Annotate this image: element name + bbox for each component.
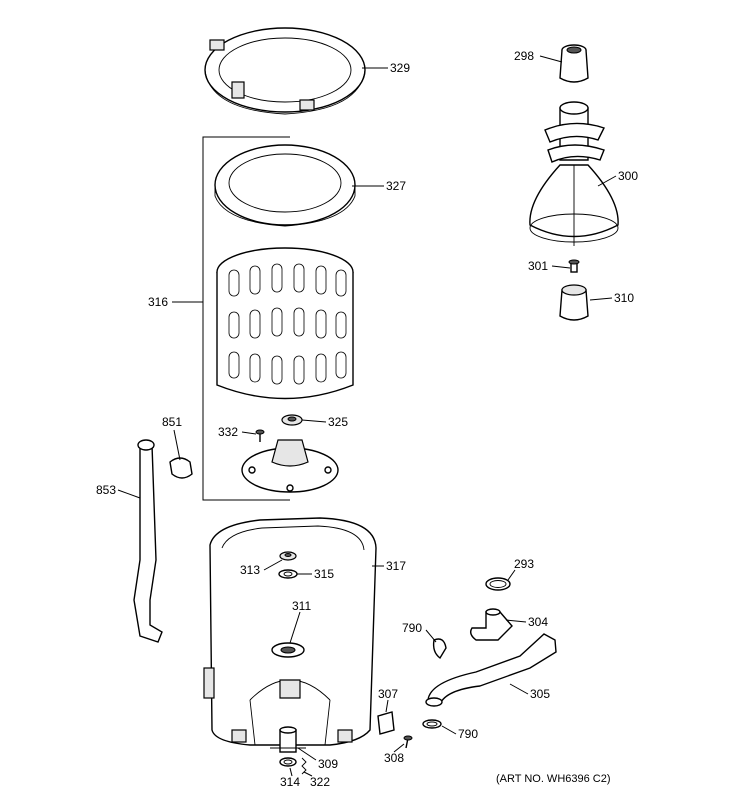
callout-790-lower: 790 xyxy=(458,727,478,741)
spring-322 xyxy=(301,757,307,775)
drain-valve-309 xyxy=(270,726,306,753)
callout-329: 329 xyxy=(390,61,410,75)
screw-332 xyxy=(255,429,265,442)
callout-301: 301 xyxy=(528,259,548,273)
tub-seal-311 xyxy=(271,642,305,658)
hose-fitting-851 xyxy=(169,457,193,479)
o-ring-314 xyxy=(279,757,297,767)
callout-300: 300 xyxy=(618,169,638,183)
agitator-bolt-301 xyxy=(568,259,580,273)
callout-307: 307 xyxy=(378,687,398,701)
agitator-cap-298 xyxy=(559,44,589,83)
callout-332: 332 xyxy=(218,425,238,439)
callout-311: 311 xyxy=(292,599,311,613)
callout-numbers: 329 298 300 327 316 301 310 851 332 325 … xyxy=(96,49,638,789)
art-number: (ART NO. WH6396 C2) xyxy=(496,773,611,785)
callout-305: 305 xyxy=(530,687,550,701)
drain-hose-305 xyxy=(425,633,557,707)
callout-851: 851 xyxy=(162,415,182,429)
seal-315 xyxy=(278,569,298,579)
drain-hose-elbow-304 xyxy=(469,608,513,641)
callout-327: 327 xyxy=(386,179,406,193)
callout-314: 314 xyxy=(280,775,300,789)
callout-308: 308 xyxy=(384,751,404,765)
callout-304: 304 xyxy=(528,615,548,629)
agitator-300 xyxy=(529,101,619,246)
tub-support xyxy=(279,679,301,699)
callout-298: 298 xyxy=(514,49,534,63)
screw-308 xyxy=(403,735,413,749)
basket-hub xyxy=(241,439,339,493)
callout-322: 322 xyxy=(310,775,330,789)
callout-316: 316 xyxy=(148,295,168,309)
callout-313: 313 xyxy=(240,563,260,577)
outer-tub-317 xyxy=(203,517,377,746)
clamp-790-upper xyxy=(432,638,447,660)
agitator-coupling-310 xyxy=(559,284,589,321)
callout-310: 310 xyxy=(614,291,634,305)
callout-317: 317 xyxy=(386,559,406,573)
pump-hose-853 xyxy=(133,439,163,643)
callout-853: 853 xyxy=(96,483,116,497)
hose-clamp-293 xyxy=(485,577,511,591)
wash-basket xyxy=(216,247,354,400)
callout-309: 309 xyxy=(318,757,338,771)
callout-790-upper: 790 xyxy=(402,621,422,635)
basket-perforations xyxy=(228,263,347,385)
clamp-790-lower xyxy=(422,719,442,729)
bearing-313 xyxy=(279,551,297,561)
bracket-316 xyxy=(202,136,290,501)
callout-325: 325 xyxy=(328,415,348,429)
callout-315: 315 xyxy=(314,567,334,581)
hub-nut-325 xyxy=(281,414,303,426)
callout-293: 293 xyxy=(514,557,534,571)
tub-cover-ring-329 xyxy=(204,27,366,115)
leader-lines xyxy=(117,55,617,777)
balance-ring-327 xyxy=(214,144,356,227)
bracket-307 xyxy=(377,711,395,735)
